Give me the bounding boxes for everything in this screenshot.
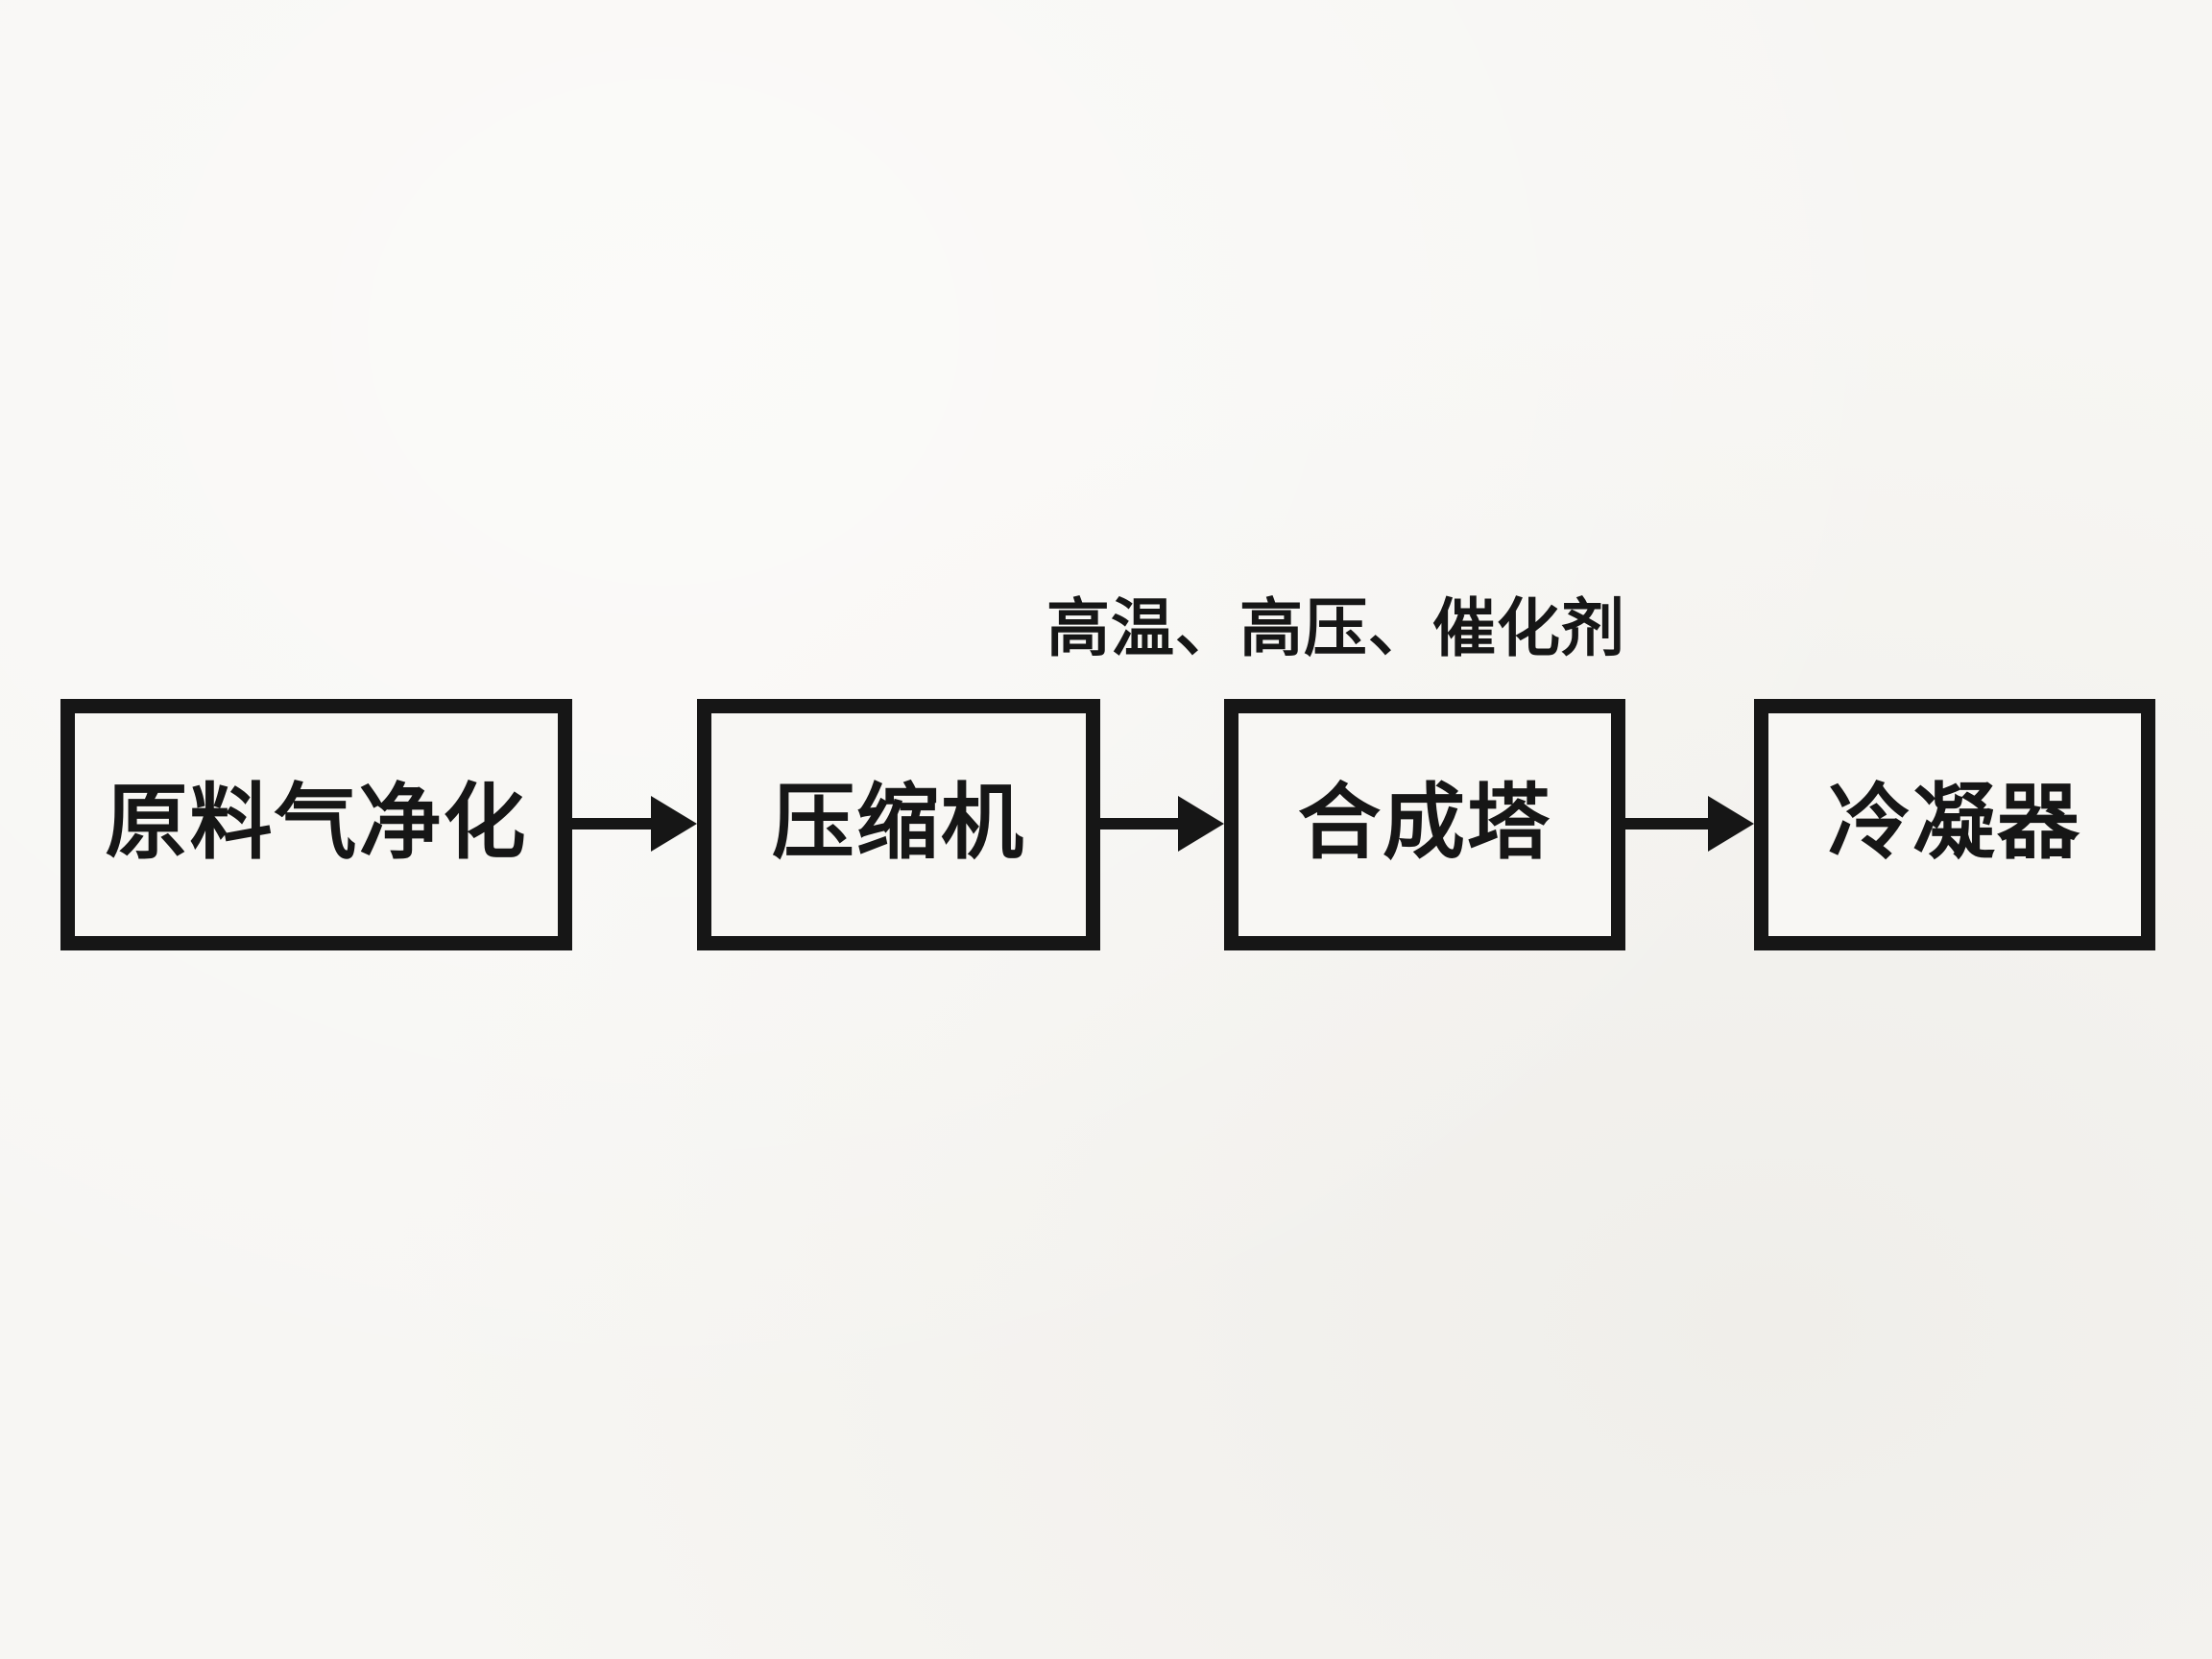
flow-box-raw-gas-purification: 原料气净化 [60,699,572,950]
arrow-head-icon [1178,796,1224,852]
condition-annotation: 高温、高压、催化剂 [1046,592,1625,663]
arrow-head-icon [1708,796,1754,852]
flow-arrow-icon [1098,795,1224,853]
flow-arrow-icon [570,795,697,853]
arrow-shaft [1623,818,1708,830]
flow-box-label: 合成塔 [1298,777,1551,869]
flow-box-synthesis-tower: 合成塔 [1224,699,1625,950]
arrow-shaft [1098,818,1178,830]
arrow-shaft [570,818,651,830]
flow-box-label: 原料气净化 [105,777,528,869]
flow-arrow-icon [1623,795,1754,853]
flow-box-compressor: 压缩机 [697,699,1100,950]
flow-box-condenser: 冷凝器 [1754,699,2155,950]
flow-box-label: 冷凝器 [1828,777,2081,869]
arrow-head-icon [651,796,697,852]
flow-box-label: 压缩机 [772,777,1025,869]
